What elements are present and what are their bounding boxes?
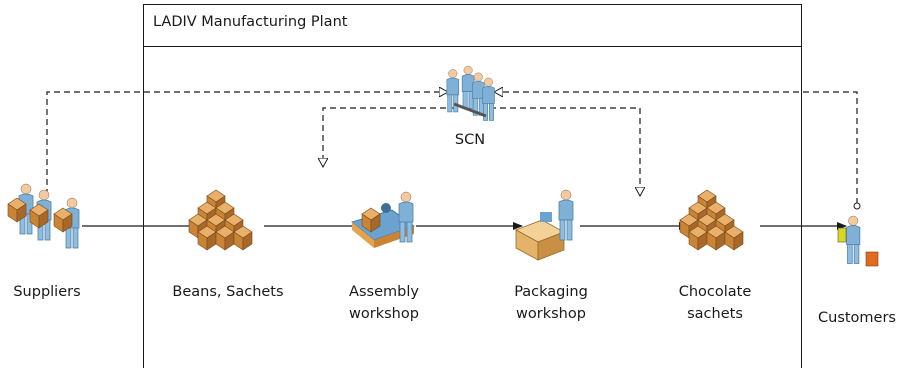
assembly-workshop-label-line2: workshop — [349, 306, 419, 322]
assembly-workshop-icon — [351, 191, 415, 248]
scn-team-icon — [446, 65, 495, 121]
info-link-suppliers-scn — [46, 92, 448, 195]
info-link-scn-chocolate — [490, 107, 640, 196]
customers-link-end — [853, 202, 861, 210]
plant-title: LADIV Manufacturing Plant — [153, 14, 348, 30]
info-link-customers-scn — [494, 92, 858, 204]
beans-sachets-icon — [189, 190, 252, 250]
suppliers-icon — [7, 183, 80, 249]
beans-sachets-label: Beans, Sachets — [172, 284, 284, 300]
chocolate-sachets-label-line1: Chocolate — [678, 284, 752, 300]
packaging-workshop-label-line1: Packaging — [514, 284, 588, 300]
assembly-workshop-label-line1: Assembly — [349, 284, 419, 300]
chocolate-sachets-label-line2: sachets — [687, 306, 743, 322]
packaging-workshop-icon — [515, 189, 574, 261]
chocolate-sachets-icon — [680, 190, 743, 250]
customers-icon — [837, 215, 879, 267]
suppliers-label: Suppliers — [13, 284, 81, 300]
customers-label: Customers — [818, 310, 896, 326]
plant-boundary — [143, 4, 802, 368]
packaging-workshop-label-line2: workshop — [516, 306, 586, 322]
info-link-scn-assembly — [323, 107, 456, 167]
scn-label: SCN — [454, 132, 486, 148]
